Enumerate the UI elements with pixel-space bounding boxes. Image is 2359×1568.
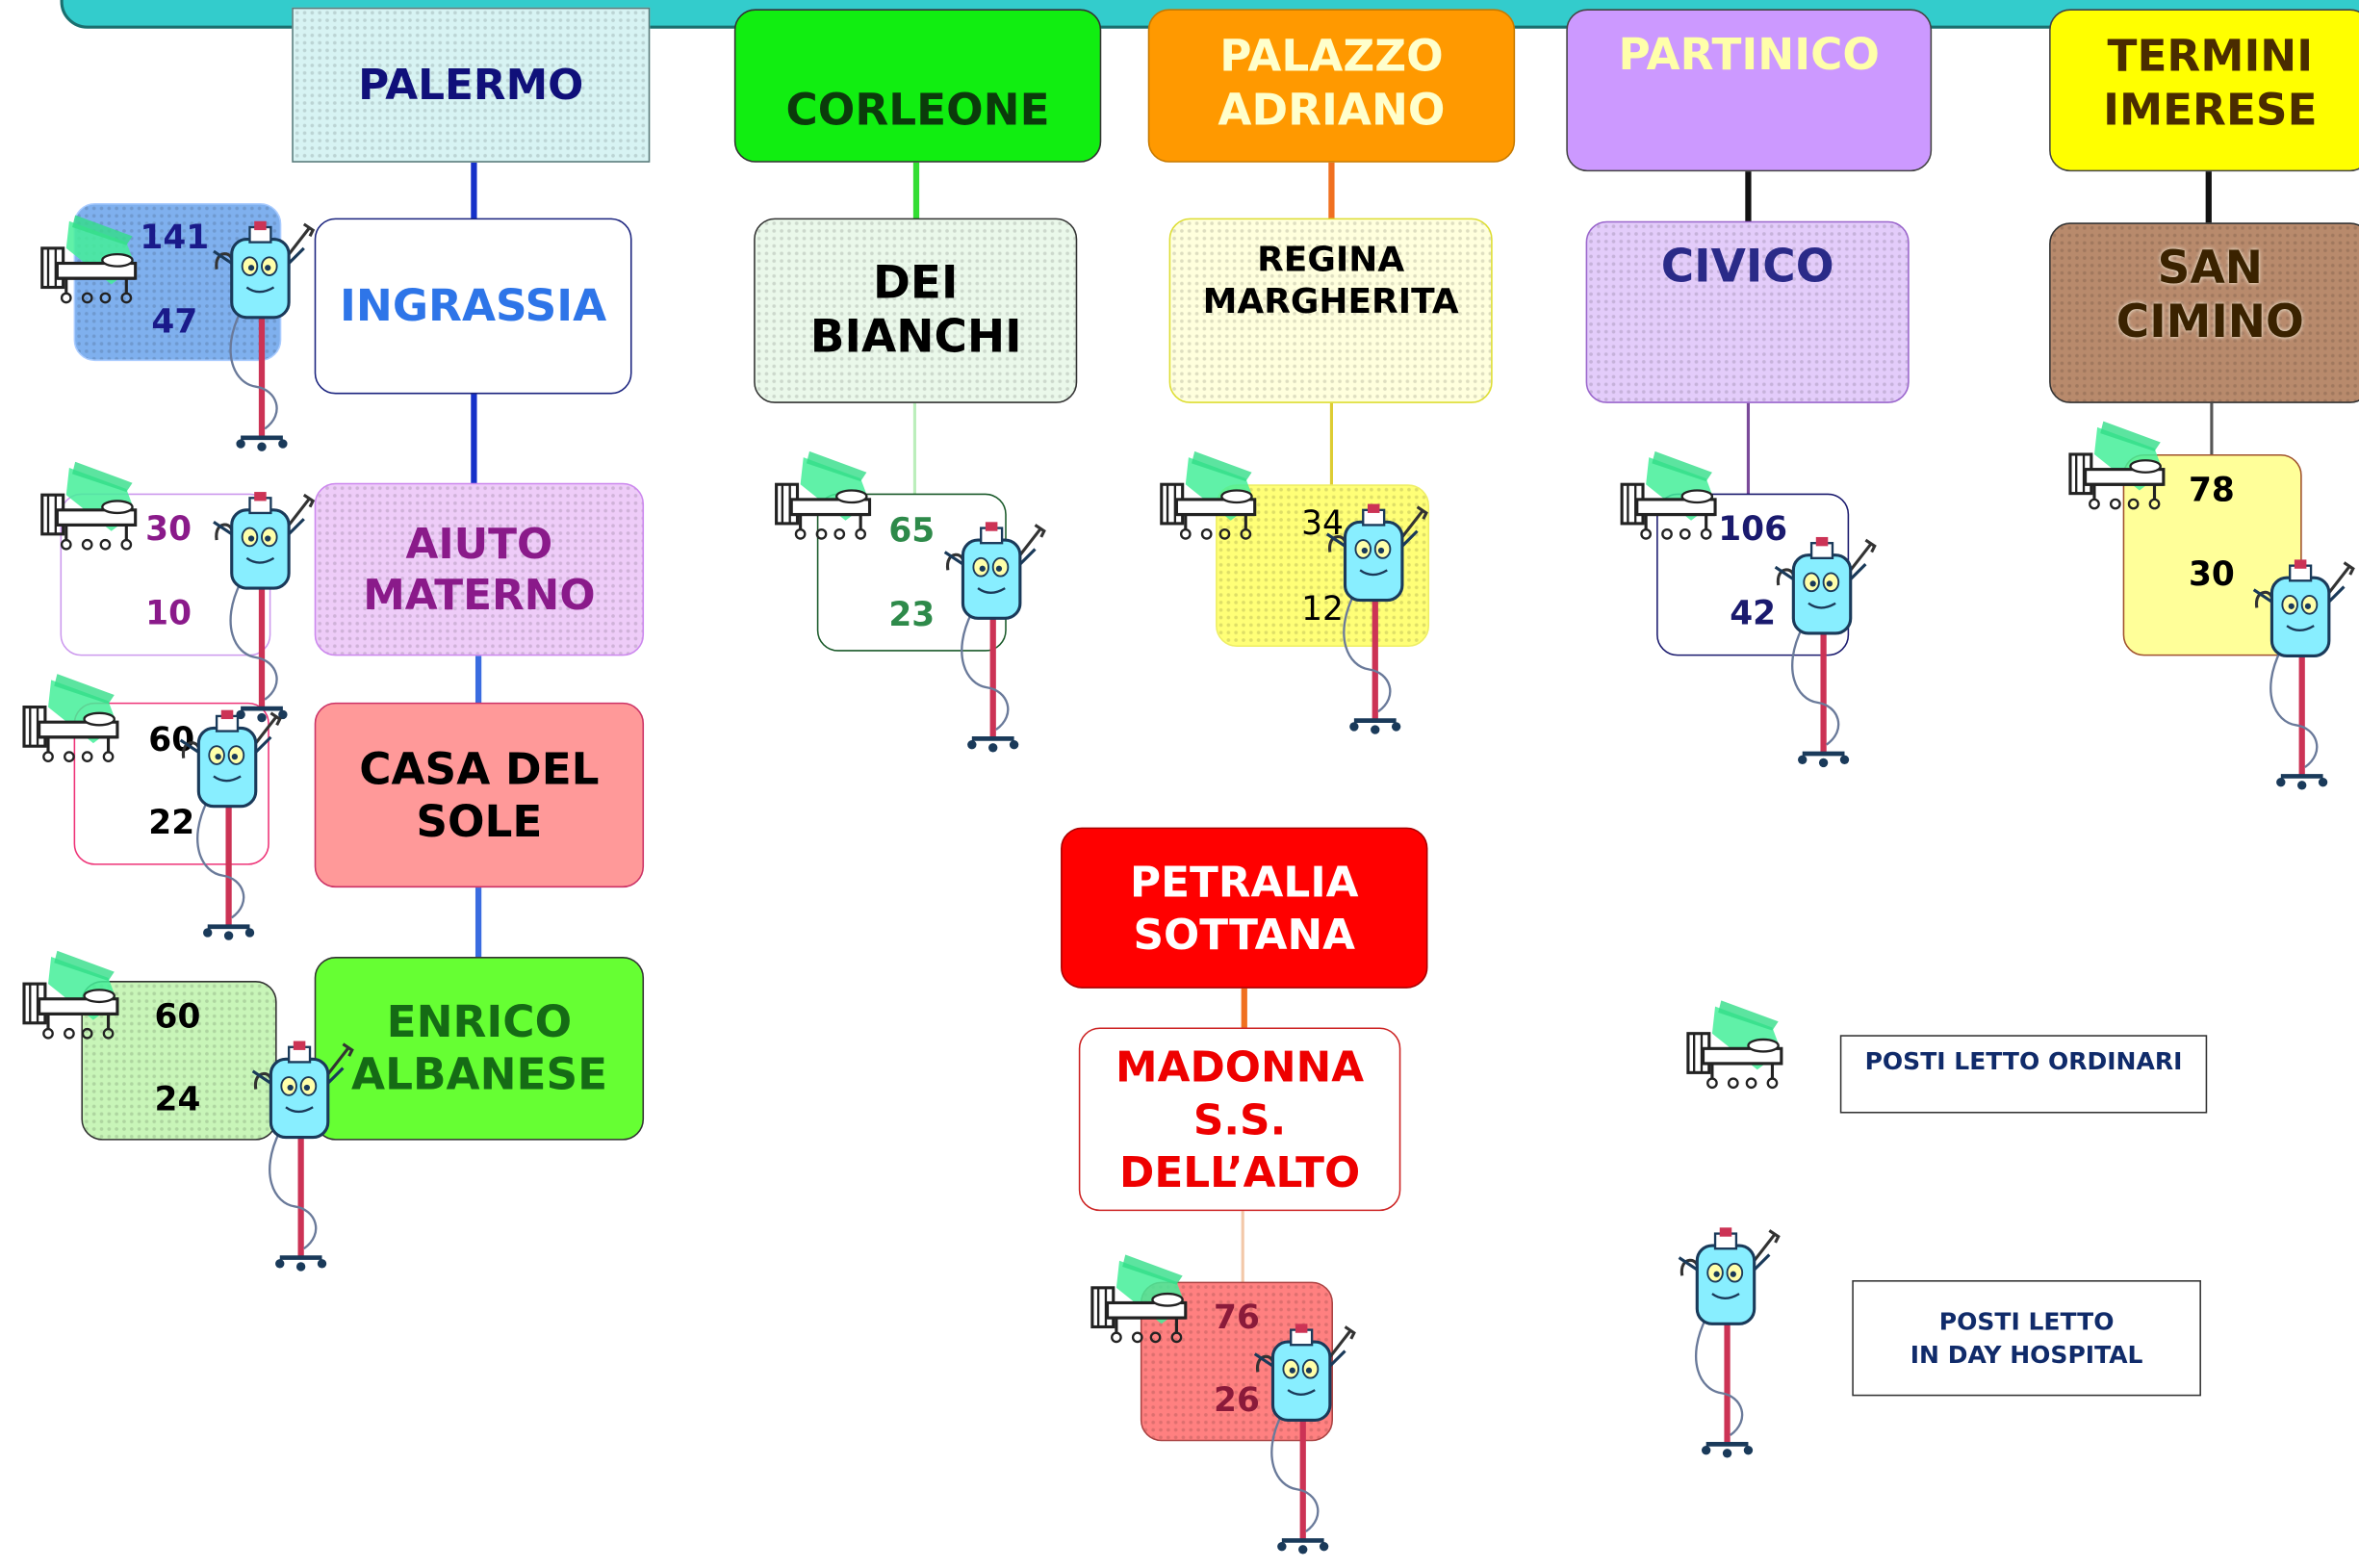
day-hospital-value: 12 <box>1301 591 1344 630</box>
hospital-bed-icon <box>1087 1254 1195 1353</box>
connector <box>1241 1211 1244 1284</box>
iv-drip-icon <box>933 519 1050 765</box>
ordinary-beds-value: 30 <box>145 511 192 550</box>
iv-drip-icon <box>1763 534 1881 781</box>
district-label: PALERMO <box>358 60 584 110</box>
connector <box>471 162 477 220</box>
district-palazzo-adriano: PALAZZO ADRIANO <box>1147 9 1516 163</box>
day-hospital-value: 23 <box>888 597 936 635</box>
ordinary-beds-value: 60 <box>154 998 201 1037</box>
district-label: PETRALIA SOTTANA <box>1130 857 1359 960</box>
hospital-dei-bianchi: DEI BIANCHI <box>754 218 1078 403</box>
district-label: PARTINICO <box>1618 28 1880 80</box>
ordinary-beds-value: 76 <box>1214 1299 1260 1338</box>
district-label: CORLEONE <box>785 84 1050 136</box>
day-hospital-value: 26 <box>1214 1382 1260 1421</box>
hospital-bed-icon <box>37 461 145 561</box>
connector <box>1745 171 1752 223</box>
connector <box>1746 402 1751 497</box>
connector <box>474 887 482 959</box>
hospital-label: SAN CIMINO <box>2115 242 2304 349</box>
connector <box>1329 402 1333 488</box>
ordinary-beds-value: 106 <box>1718 511 1788 550</box>
connector <box>1328 162 1335 220</box>
connector <box>1241 988 1247 1028</box>
iv-drip-icon <box>1667 1224 1784 1471</box>
iv-drip-icon <box>2242 556 2359 803</box>
hospital-bed-icon <box>18 950 127 1050</box>
iv-drip-icon <box>201 218 319 465</box>
ordinary-beds-value: 141 <box>140 219 210 258</box>
hospital-label: AIUTO MATERNO <box>363 519 596 620</box>
hospital-ingrassia: INGRASSIA <box>314 218 632 395</box>
hospital-bed-icon <box>2064 421 2173 521</box>
iv-drip-icon <box>1315 501 1432 747</box>
hospital-bed-icon <box>1156 450 1265 551</box>
district-termini-imerese: TERMINI IMERESE <box>2049 9 2359 172</box>
hospital-civico: CIVICO <box>1585 220 1910 403</box>
day-hospital-value: 10 <box>145 595 192 633</box>
hospital-label: CIVICO <box>1660 241 1834 294</box>
legend-day-hospital: POSTI LETTO IN DAY HOSPITAL <box>1852 1280 2201 1397</box>
hospital-bed-icon <box>770 450 879 551</box>
connector <box>2210 402 2214 454</box>
legend-label: POSTI LETTO ORDINARI <box>1864 1046 2183 1076</box>
connector <box>912 162 920 220</box>
hospital-bed-icon <box>1682 1000 1791 1099</box>
hospital-label: REGINA MARGHERITA <box>1202 241 1459 321</box>
connector <box>912 402 916 497</box>
hospital-san-cimino: SAN CIMINO <box>2049 222 2359 403</box>
ordinary-beds-value: 78 <box>2188 472 2235 510</box>
hospital-label: INGRASSIA <box>340 279 607 331</box>
hospital-enrico-albanese: ENRICO ALBANESE <box>314 957 645 1141</box>
day-hospital-value: 24 <box>154 1081 201 1119</box>
hospital-aiuto-materno: AIUTO MATERNO <box>314 482 645 656</box>
district-petralia-sottana: PETRALIA SOTTANA <box>1061 827 1428 989</box>
hospital-label: CASA DEL SOLE <box>359 742 600 847</box>
iv-drip-icon <box>201 489 319 735</box>
hospital-regina-margherita: REGINA MARGHERITA <box>1168 218 1493 403</box>
day-hospital-value: 22 <box>148 805 195 843</box>
district-palermo: PALERMO <box>292 7 651 163</box>
legend-ordinary-beds: POSTI LETTO ORDINARI <box>1839 1035 2208 1114</box>
iv-drip-icon <box>241 1038 358 1284</box>
hospital-label: DEI BIANCHI <box>809 256 1022 364</box>
day-hospital-value: 30 <box>2188 556 2235 595</box>
hospital-madonna-ss-dell-alto: MADONNA S.S. DELL’ALTO <box>1078 1027 1401 1212</box>
district-label: TERMINI IMERESE <box>2103 30 2318 137</box>
hospital-label: MADONNA S.S. DELL’ALTO <box>1115 1041 1365 1197</box>
district-partinico: PARTINICO <box>1566 9 1933 172</box>
hospital-bed-icon <box>1616 450 1725 551</box>
hospital-bed-icon <box>18 674 127 773</box>
hospital-bed-icon <box>37 215 145 314</box>
day-hospital-value: 42 <box>1730 595 1777 633</box>
day-hospital-value: 47 <box>151 303 198 342</box>
hospital-label: ENRICO ALBANESE <box>351 995 608 1100</box>
district-label: PALAZZO ADRIANO <box>1218 30 1446 137</box>
connector <box>471 394 477 485</box>
hospital-casa-del-sole: CASA DEL SOLE <box>314 702 645 888</box>
district-corleone: CORLEONE <box>733 9 1102 163</box>
connector <box>2205 171 2212 223</box>
connector <box>474 655 482 705</box>
legend-label: POSTI LETTO <box>1938 1307 2115 1336</box>
ordinary-beds-value: 60 <box>148 722 195 760</box>
legend-label: IN DAY HOSPITAL <box>1910 1339 2143 1369</box>
iv-drip-icon <box>168 707 286 954</box>
iv-drip-icon <box>1243 1321 1360 1567</box>
ordinary-beds-value: 65 <box>888 512 936 552</box>
